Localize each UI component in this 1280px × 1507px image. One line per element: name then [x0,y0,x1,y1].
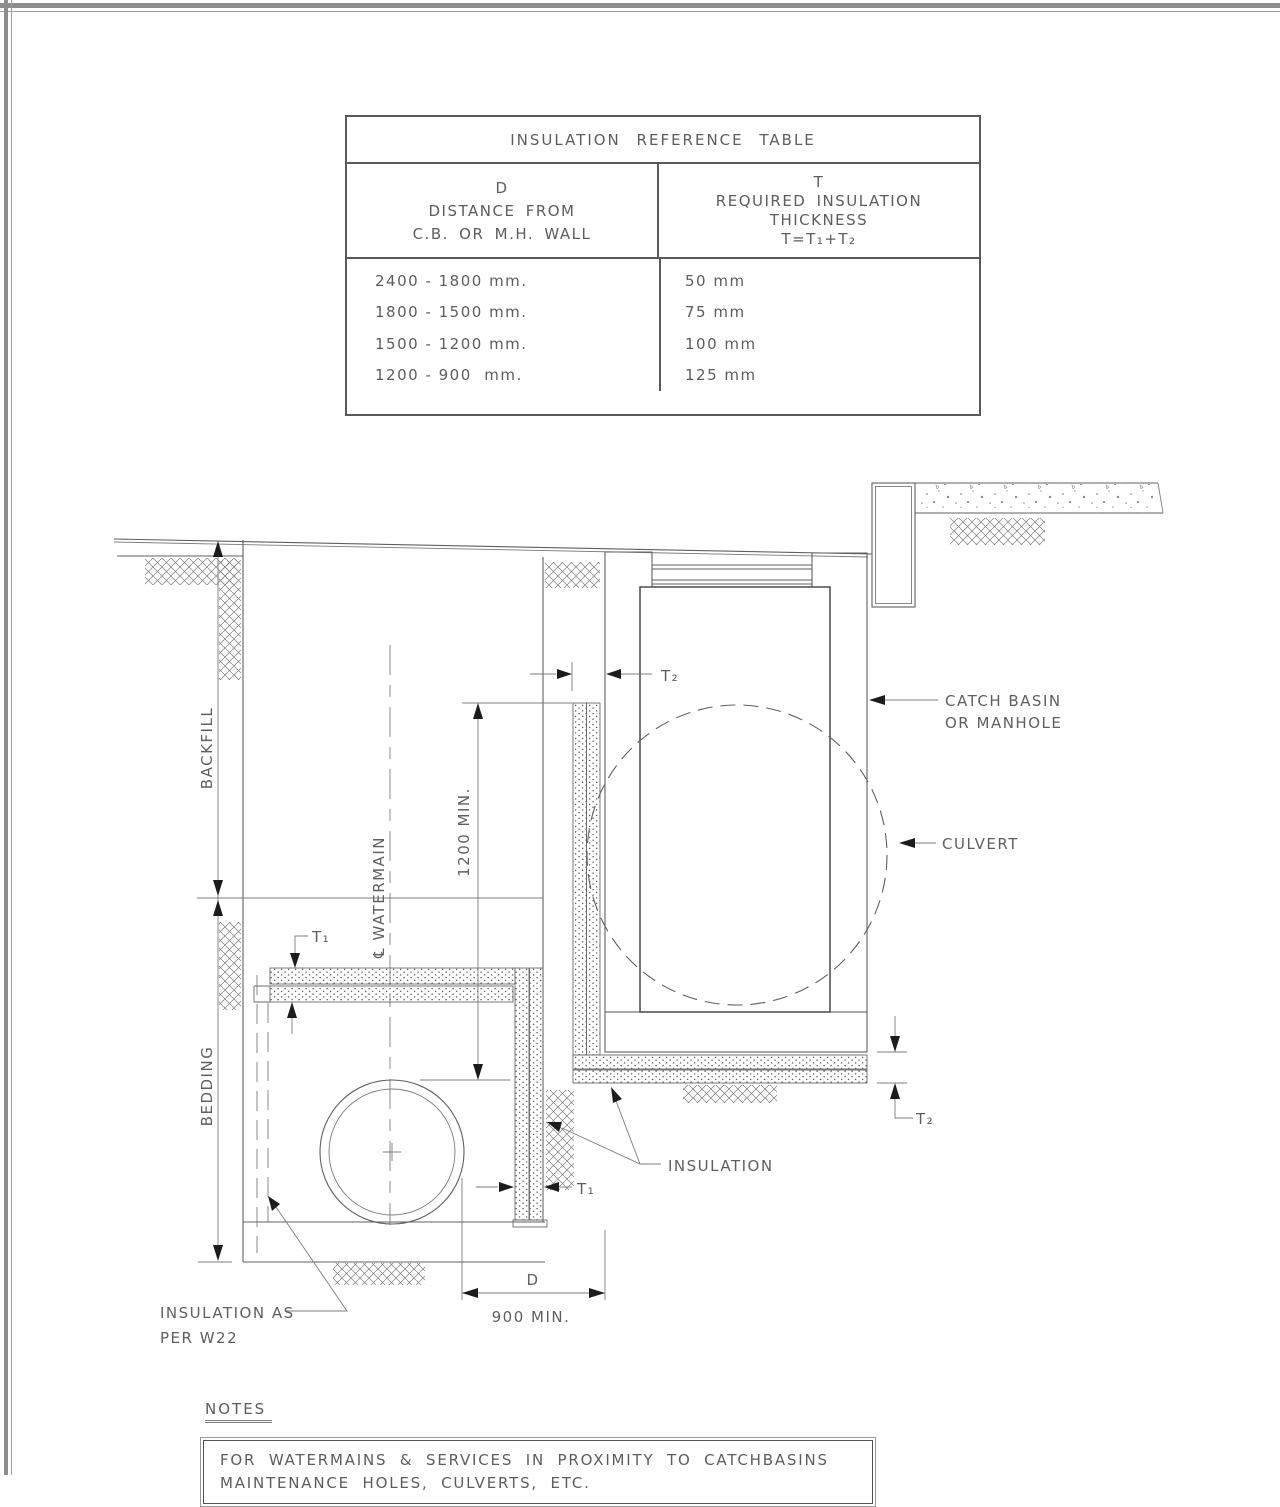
header-t-formula: T=T₁+T₂ [781,230,857,248]
dim-900-label: 900 MIN. [492,1308,571,1326]
culvert-circle [586,704,888,1006]
table-row: 1800 - 1500 mm. 75 mm [347,297,979,329]
t1-label-top: T₁ [311,928,330,946]
thickness-value: 125 mm [685,366,757,385]
table-row: 1500 - 1200 mm. 100 mm [347,328,979,360]
table-title: INSULATION REFERENCE TABLE [347,117,979,164]
insulation-w22-label-line1: INSULATION AS [160,1304,295,1322]
t2-top-dimension: T₂ [530,662,679,691]
insulation-w22-callout: INSULATION AS PER W22 [160,1196,348,1347]
table-header-thickness: T REQUIRED INSULATION THICKNESS T=T₁+T₂ [659,164,979,257]
table-row: 1200 - 900 mm. 125 mm [347,360,979,392]
header-d-line2: DISTANCE FROM [428,201,576,220]
t1-top-dimension: T₁ [287,928,330,1034]
culvert-label: CULVERT [942,835,1019,853]
t2-label-bottom: T₂ [915,1110,934,1128]
watermain: ℄ WATERMAIN [319,645,465,1225]
header-d-symbol: D [495,178,509,197]
table-body: 2400 - 1800 mm. 50 mm 1800 - 1500 mm. 75… [347,259,979,391]
bedding-label: BEDDING [198,1046,216,1127]
culvert-callout: CULVERT [899,835,1019,853]
catch-basin-label-line2: OR MANHOLE [945,714,1062,732]
notes-heading-text: NOTES [205,1400,267,1418]
dim-1200-min: 1200 MIN. [420,702,572,1081]
distance-range: 1200 - 900 mm. [375,366,523,385]
thickness-value: 50 mm [685,271,746,290]
insulation-callout: INSULATION [547,1087,774,1175]
curb-and-sidewalk [871,482,1164,608]
trench-outline [197,540,545,1263]
t2-bottom-dimension: T₂ [877,1016,934,1128]
t1-label-bottom: T₁ [576,1180,595,1198]
backfill-bedding-dimension: BACKFILL BEDDING [198,541,232,1263]
distance-range: 1800 - 1500 mm. [375,303,528,322]
insulation-w22-label-line2: PER W22 [160,1329,238,1347]
catch-basin-left-wall [604,551,653,1013]
distance-range: 1500 - 1200 mm. [375,334,528,353]
catch-basin-base [604,1011,868,1053]
watermain-centerline-label: ℄ WATERMAIN [370,836,388,959]
catch-basin-label-line1: CATCH BASIN [945,692,1062,710]
w22-insulation-dashed [256,975,269,1253]
page-border [0,0,1280,1475]
notes-box: FOR WATERMAINS & SERVICES IN PROXIMITY T… [200,1437,876,1507]
soil-hatch [145,518,1045,1285]
thickness-value: 75 mm [685,303,746,322]
dim-d-label: D [526,1271,539,1289]
t2-label-top: T₂ [660,667,679,685]
header-t-line3: THICKNESS [769,211,869,229]
catch-basin-interior [639,586,831,1013]
table-row: 2400 - 1800 mm. 50 mm [347,265,979,297]
insulation-label: INSULATION [668,1157,774,1175]
notes-line-1: FOR WATERMAINS & SERVICES IN PROXIMITY T… [220,1451,829,1469]
insulation-reference-table: INSULATION REFERENCE TABLE D DISTANCE FR… [345,115,981,416]
insulation-panels [253,702,868,1228]
header-t-symbol: T [813,173,825,191]
table-header-distance: D DISTANCE FROM C.B. OR M.H. WALL [347,164,659,257]
frame-cover-lines [652,564,812,585]
watermain-pipe [319,1079,465,1225]
ground-surface-line [113,538,873,558]
section-drawing: BACKFILL BEDDING ℄ WATERMAIN [0,0,1280,1475]
catch-basin-structure [586,551,888,1053]
dim-1200-label: 1200 MIN. [455,787,473,877]
catch-basin-callout: CATCH BASIN OR MANHOLE [869,692,1062,732]
distance-range: 2400 - 1800 mm. [375,271,528,290]
t1-bottom-dimension: T₁ [476,1180,595,1198]
dim-d-900: D 900 MIN. [461,1178,606,1326]
header-t-line2: REQUIRED INSULATION [715,192,923,210]
backfill-label: BACKFILL [198,707,216,789]
pipe-center-mark [383,1143,401,1161]
header-d-line3: C.B. OR M.H. WALL [412,224,592,243]
notes-heading: NOTES [205,1400,273,1423]
thickness-value: 100 mm [685,334,757,353]
notes-line-2: MAINTENANCE HOLES, CULVERTS, ETC. [220,1474,591,1492]
